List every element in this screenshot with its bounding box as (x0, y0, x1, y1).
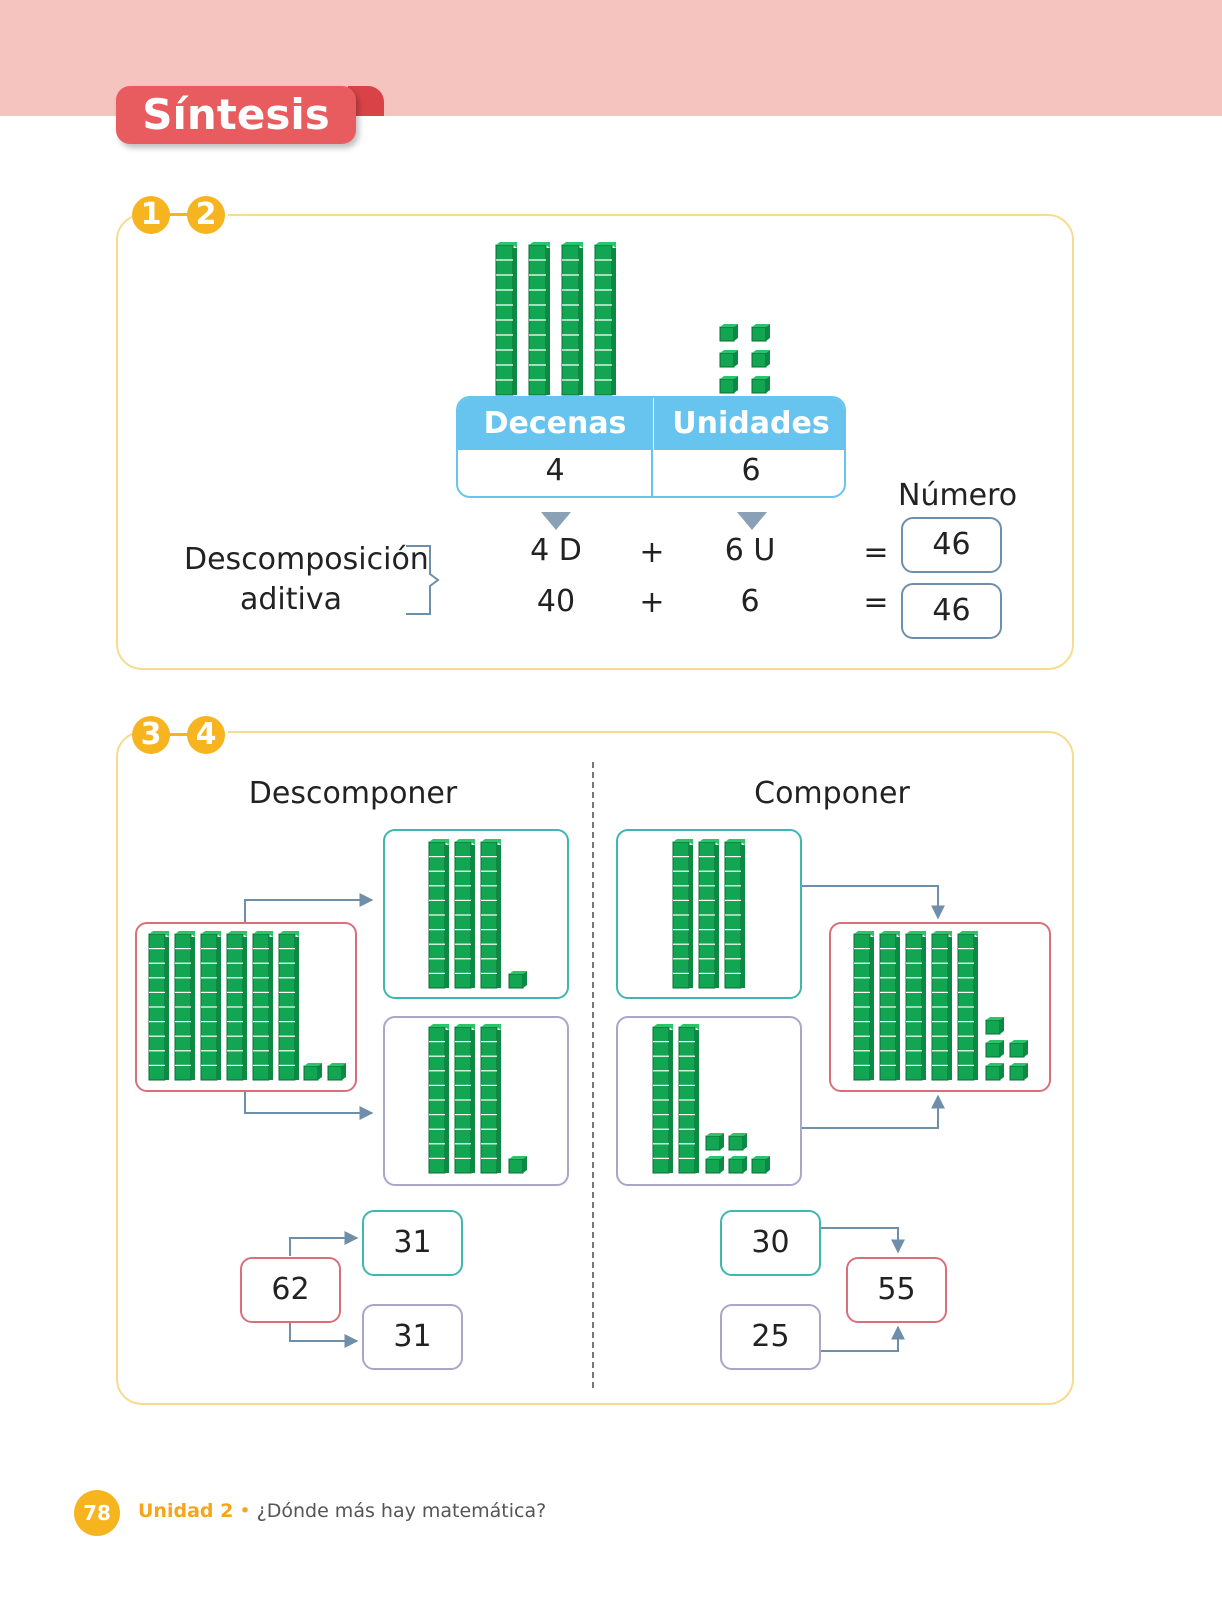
row1-equals: = (863, 535, 889, 570)
componer-title: Componer (754, 776, 910, 811)
la-ten-2 (480, 839, 501, 989)
src-ten-0 (148, 931, 169, 1081)
unit-cube-4 (719, 324, 738, 342)
res-ten-1 (879, 931, 900, 1081)
lb-unit-0 (508, 1156, 527, 1174)
section-1-panel (116, 214, 1074, 670)
footer-unit: Unidad 2 (138, 1500, 234, 1522)
decompose-part-b-frame (383, 1016, 569, 1186)
rb-unit-0 (705, 1156, 724, 1174)
value-decenas: 4 (545, 453, 565, 488)
ten-rod-1 (528, 242, 550, 396)
unit-cube-0 (719, 376, 738, 394)
rb-unit-2 (751, 1156, 770, 1174)
la-ten-1 (454, 839, 475, 989)
rb-unit-4 (728, 1133, 747, 1151)
la-unit-0 (508, 971, 527, 989)
step-badge-2: 2 (187, 196, 225, 234)
page-number: 78 (74, 1490, 120, 1536)
header-unidades: Unidades (U) (654, 398, 844, 493)
numero-label: Número (898, 478, 1018, 513)
ten-rod-2 (561, 242, 583, 396)
row2-units: 6 (740, 584, 760, 619)
header-decenas: Decenas (D) (458, 398, 652, 493)
arrow-down-tens (541, 512, 571, 530)
row2-tens: 40 (536, 584, 576, 619)
step-badge-3: 3 (132, 716, 170, 754)
footer-separator: • (239, 1500, 251, 1522)
row1-tens: 4 D (530, 533, 582, 568)
rb-unit-3 (705, 1133, 724, 1151)
ten-rod-3 (594, 242, 616, 396)
decomp-label-line1: Descomposición (184, 542, 429, 577)
badge-connector (168, 213, 190, 216)
badge-connector-2 (168, 733, 190, 736)
footer-text: Unidad 2 • ¿Dónde más hay matemática? (138, 1500, 546, 1522)
row2-result-box: 46 (901, 583, 1002, 639)
res-unit-0 (985, 1063, 1004, 1081)
lb-ten-1 (454, 1024, 475, 1174)
section-2-panel (116, 731, 1074, 1405)
rb-ten-1 (678, 1024, 699, 1174)
row1-result-box: 46 (901, 517, 1002, 573)
unit-cube-2 (719, 350, 738, 368)
res-ten-0 (853, 931, 874, 1081)
res-unit-3 (1009, 1040, 1028, 1058)
ra-ten-0 (672, 839, 693, 989)
ten-rod-0 (495, 242, 517, 396)
src-unit-1 (327, 1063, 346, 1081)
ra-ten-1 (698, 839, 719, 989)
arrow-down-units (737, 512, 767, 530)
res-unit-2 (985, 1040, 1004, 1058)
row1-units: 6 U (724, 533, 776, 568)
unit-cube-5 (751, 324, 770, 342)
compose-part-a-number: 30 (720, 1210, 821, 1276)
lb-ten-2 (480, 1024, 501, 1174)
rb-unit-1 (728, 1156, 747, 1174)
decompose-part-a-number: 31 (362, 1210, 463, 1276)
decompose-source-number: 62 (240, 1257, 341, 1323)
section-divider (592, 762, 594, 1388)
src-ten-2 (200, 931, 221, 1081)
table-divider (651, 398, 653, 496)
descomponer-title: Descomponer (248, 776, 458, 811)
row2-equals: = (863, 585, 889, 620)
res-ten-2 (905, 931, 926, 1081)
compose-part-b-number: 25 (720, 1304, 821, 1370)
step-badge-4: 4 (187, 716, 225, 754)
src-ten-5 (278, 931, 299, 1081)
compose-result-number: 55 (846, 1257, 947, 1323)
src-ten-1 (174, 931, 195, 1081)
value-unidades: 6 (741, 453, 761, 488)
row2-plus: + (639, 585, 665, 620)
page-title: Síntesis (142, 90, 330, 139)
row1-plus: + (639, 535, 665, 570)
rb-ten-0 (652, 1024, 673, 1174)
unit-cube-1 (751, 376, 770, 394)
src-ten-4 (252, 931, 273, 1081)
decompose-part-a-frame (383, 829, 569, 999)
footer-subtitle: ¿Dónde más hay matemática? (256, 1500, 547, 1522)
res-unit-4 (985, 1017, 1004, 1035)
src-unit-0 (303, 1063, 322, 1081)
src-ten-3 (226, 931, 247, 1081)
title-tab (116, 86, 356, 144)
la-ten-0 (428, 839, 449, 989)
unit-cube-3 (751, 350, 770, 368)
res-ten-3 (931, 931, 952, 1081)
step-badge-1: 1 (132, 196, 170, 234)
decomp-label-line2: aditiva (240, 582, 342, 617)
res-unit-1 (1009, 1063, 1028, 1081)
decompose-part-b-number: 31 (362, 1304, 463, 1370)
lb-ten-0 (428, 1024, 449, 1174)
ra-ten-2 (724, 839, 745, 989)
res-ten-4 (957, 931, 978, 1081)
brace-icon (406, 545, 440, 615)
place-value-table: Decenas (D) Unidades (U) 4 6 (456, 396, 846, 498)
